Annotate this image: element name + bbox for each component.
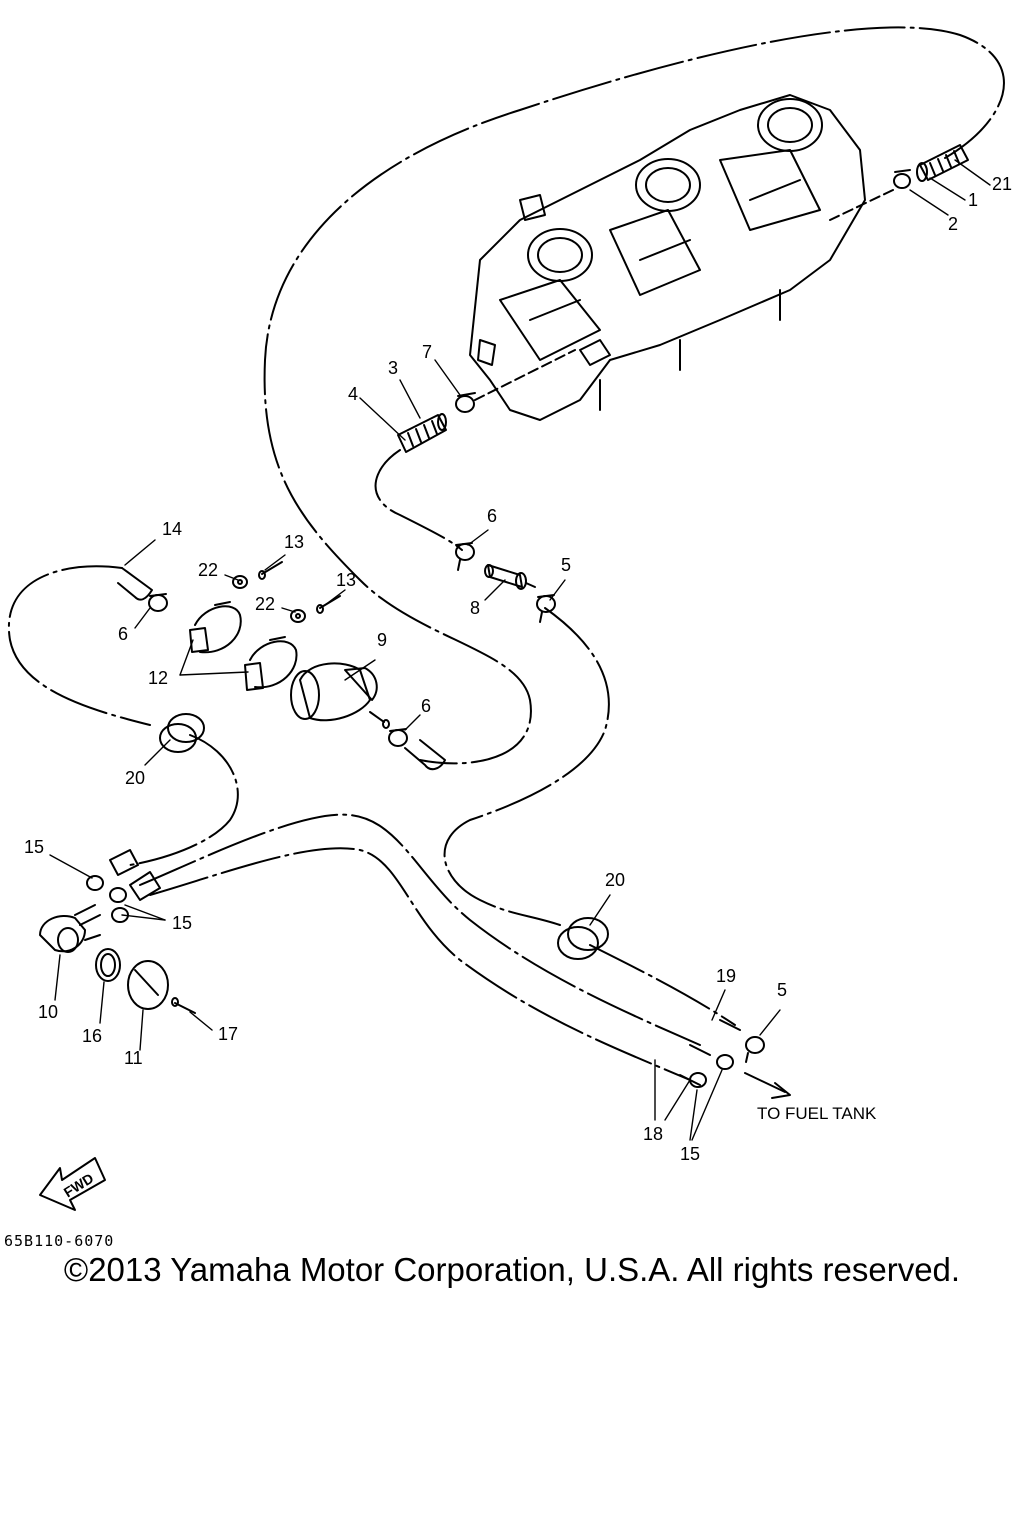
callout-20-left: 20 [125,768,145,788]
screws-13 [258,561,341,614]
return-hose-loop [263,26,1005,765]
callout-2: 2 [948,214,958,234]
hose-4-to-8 [374,449,463,551]
arrow-to-fuel-tank [744,1072,791,1099]
callout-12: 12 [148,668,168,688]
callout-6-left: 6 [118,624,128,644]
leader-lines [49,159,991,1141]
clamp-2 [893,169,911,189]
callout-15-left-top: 15 [24,837,44,857]
callout-1: 1 [968,190,978,210]
hose-20-to-15 [129,734,239,866]
joint-8 [484,564,536,590]
callout-14: 14 [162,519,182,539]
hose-ends-right [679,1019,741,1086]
callout-10: 10 [38,1002,58,1022]
callout-15-right: 15 [680,1144,700,1164]
callout-13-lower: 13 [336,570,356,590]
hose-5-to-tank [443,607,610,926]
callout-16: 16 [82,1026,102,1046]
fwd-arrow [39,1157,106,1211]
screw-17 [171,997,196,1014]
ring-16 [95,948,121,982]
to-fuel-tank-label: TO FUEL TANK [757,1104,877,1123]
clamp-6-upper [455,542,475,571]
callout-13-upper: 13 [284,532,304,552]
callout-11: 11 [124,1048,143,1068]
bracket-12-upper [189,601,242,654]
washers-22 [232,575,306,623]
callout-9: 9 [377,630,387,650]
clamp-6-left [148,593,168,612]
clamp-5-upper [536,594,556,623]
callout-4: 4 [348,384,358,404]
fitting-21 [916,144,969,182]
callout-21: 21 [992,174,1012,194]
callout-8: 8 [470,598,480,618]
callout-6-filter: 6 [421,696,431,716]
callout-15-left: 15 [172,913,192,933]
carburetor-assembly [469,94,866,421]
diagram-code: 65B110-6070 [4,1232,114,1250]
grommet-20-left [159,713,205,753]
callout-20-right: 20 [605,870,625,890]
fitting-4 [397,413,447,453]
callout-3: 3 [388,358,398,378]
carb-body-outline [469,94,866,421]
hose-19 [589,944,736,1026]
hose-18-lower [149,847,691,1081]
hose-18-upper [139,813,701,1046]
callout-17: 17 [218,1024,238,1044]
hose-14-loop [7,565,151,726]
clamp-6-filter [388,728,408,747]
hose-stubs-left [109,849,161,901]
callout-18: 18 [643,1124,663,1144]
clamp-5-lower [745,1036,765,1063]
callout-5-lower: 5 [777,980,787,1000]
fuel-filter-9 [290,662,390,729]
callout-22-upper: 22 [198,560,218,580]
callout-19: 19 [716,966,736,986]
callout-22-lower: 22 [255,594,275,614]
hose-short-filter [404,739,446,771]
hose-14 [117,567,153,601]
callout-6-upper: 6 [487,506,497,526]
callout-5-upper: 5 [561,555,571,575]
grommet-20-right [557,917,609,960]
copyright-notice: ©2013 Yamaha Motor Corporation, U.S.A. A… [63,1251,961,1288]
knob-11 [127,960,169,1010]
hose-routing [7,26,1005,1081]
fuel-cock-10 [39,904,101,953]
carb-outlet-line [829,189,894,221]
fuel-system-diagram: 21 1 2 3 4 7 6 5 8 9 6 12 13 13 22 22 14… [4,26,1012,1250]
clamp-7 [455,392,476,413]
bracket-12-lower [244,636,298,691]
callout-7: 7 [422,342,432,362]
